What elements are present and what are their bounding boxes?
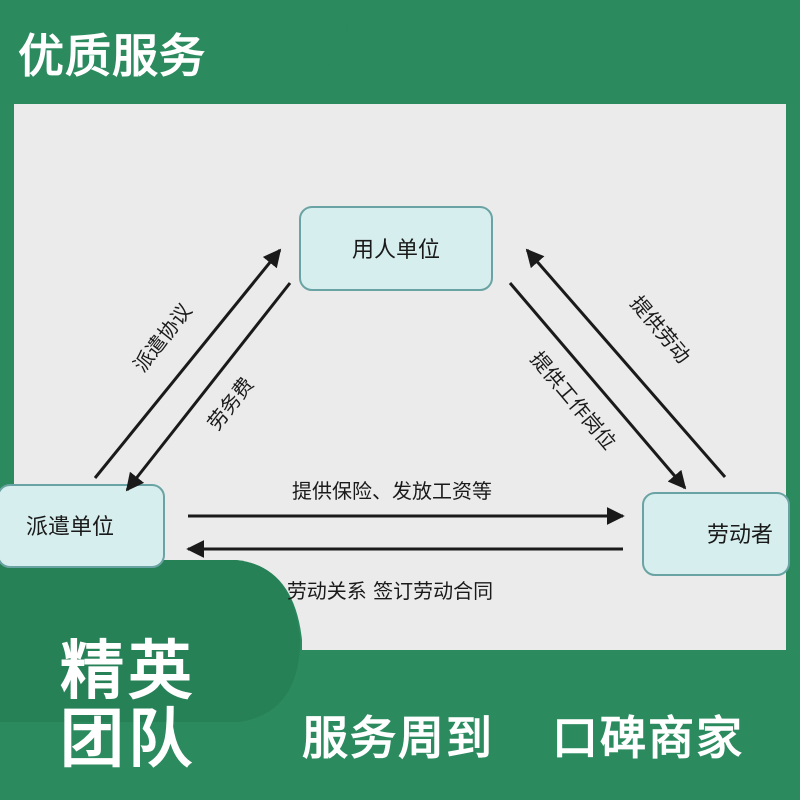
banner-shape bbox=[0, 0, 352, 104]
label-labor-contract: 劳动关系 签订劳动合同 bbox=[287, 579, 493, 603]
label-insurance-wages: 提供保险、发放工资等 bbox=[292, 479, 492, 503]
arrow-employer-to-worker bbox=[508, 282, 687, 490]
banner-title: 优质服务 bbox=[18, 29, 206, 83]
node-dispatcher bbox=[0, 484, 165, 568]
team-title-line-2: 团队 bbox=[60, 703, 196, 777]
tagline-service: 服务周到 bbox=[302, 711, 494, 765]
node-employer-label: 用人单位 bbox=[352, 238, 440, 263]
arrow-dispatcher-to-employer bbox=[93, 248, 282, 479]
team-title-line-1: 精英 bbox=[60, 635, 196, 709]
node-dispatcher-label: 派遣单位 bbox=[26, 515, 114, 540]
tagline-reputation: 口碑商家 bbox=[552, 711, 744, 765]
team-panel-curve bbox=[0, 560, 300, 722]
arrow-employer-to-dispatcher bbox=[125, 282, 292, 492]
node-worker-label: 劳动者 bbox=[707, 523, 773, 548]
node-employer bbox=[299, 206, 493, 291]
arrow-worker-to-employer bbox=[525, 248, 727, 478]
node-worker bbox=[642, 492, 790, 576]
